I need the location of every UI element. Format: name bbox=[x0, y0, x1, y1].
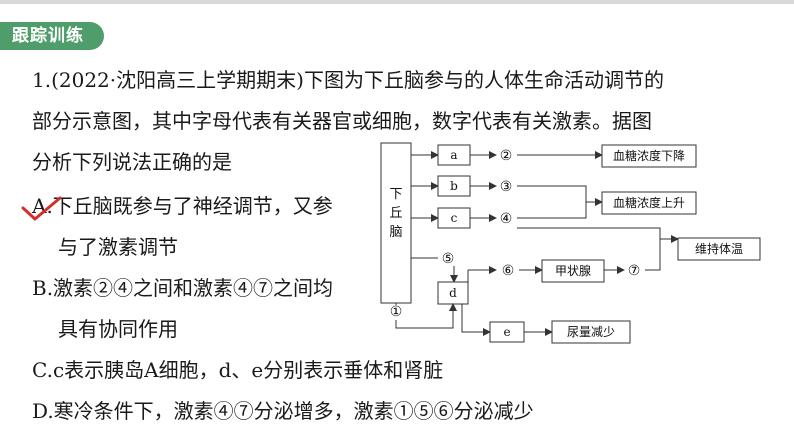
option-b-line-1: B.激素②④之间和激素④⑦之间均 bbox=[32, 276, 334, 300]
thyroid-box bbox=[541, 259, 605, 283]
urine-less-box bbox=[551, 320, 631, 344]
hormone-1: ① bbox=[390, 304, 403, 320]
option-c: C.c表示胰岛A细胞，d、e分别表示垂体和肾脏 bbox=[32, 358, 444, 382]
question-stem-line-2: 部分示意图，其中字母代表有关器官或细胞，数字代表有关激素。据图 bbox=[32, 109, 652, 133]
sugar-up-label: 血糖浓度上升 bbox=[613, 195, 685, 210]
option-a-line-1: A.下丘脑既参与了神经调节，又参 bbox=[32, 194, 333, 218]
keep-temp-label: 维持体温 bbox=[695, 241, 743, 256]
box-c-label: c bbox=[451, 211, 458, 225]
box-a-label: a bbox=[450, 148, 457, 162]
top-border bbox=[0, 0, 794, 4]
option-d: D.寒冷条件下，激素④⑦分泌增多，激素①⑤⑥分泌减少 bbox=[32, 399, 534, 423]
box-e-label: e bbox=[503, 325, 510, 339]
hormone-5: ⑤ bbox=[442, 251, 455, 267]
keep-temp-box bbox=[677, 237, 761, 261]
check-mark-icon bbox=[21, 196, 62, 221]
question-stem-line-1: 1.(2022·沈阳高三上学期期末)下图为下丘脑参与的人体生命活动调节的 bbox=[32, 68, 664, 92]
sugar-down-box bbox=[601, 144, 697, 168]
sugar-down-label: 血糖浓度下降 bbox=[613, 148, 685, 163]
thyroid-label: 甲状腺 bbox=[555, 264, 591, 278]
hormone-2: ② bbox=[500, 148, 513, 164]
box-d-label: d bbox=[449, 286, 457, 300]
hypothalamus-char-3: 脑 bbox=[389, 225, 402, 240]
hormone-4: ④ bbox=[500, 211, 513, 227]
hormone-3: ③ bbox=[500, 179, 513, 195]
question-stem-line-3: 分析下列说法正确的是 bbox=[32, 150, 232, 174]
hypothalamus-char-1: 下 bbox=[389, 187, 402, 202]
urine-less-label: 尿量减少 bbox=[567, 325, 615, 339]
hypothalamus-box bbox=[380, 142, 412, 304]
hypothalamus-char-2: 丘 bbox=[389, 206, 402, 221]
box-b-label: b bbox=[450, 179, 458, 193]
option-b-line-2: 具有协同作用 bbox=[58, 317, 178, 341]
hormone-6: ⑥ bbox=[502, 263, 515, 279]
hormone-7: ⑦ bbox=[628, 263, 641, 279]
option-a-line-2: 与了激素调节 bbox=[58, 235, 178, 259]
section-tag: 跟踪训练 bbox=[0, 22, 104, 50]
sugar-up-box bbox=[601, 191, 697, 215]
